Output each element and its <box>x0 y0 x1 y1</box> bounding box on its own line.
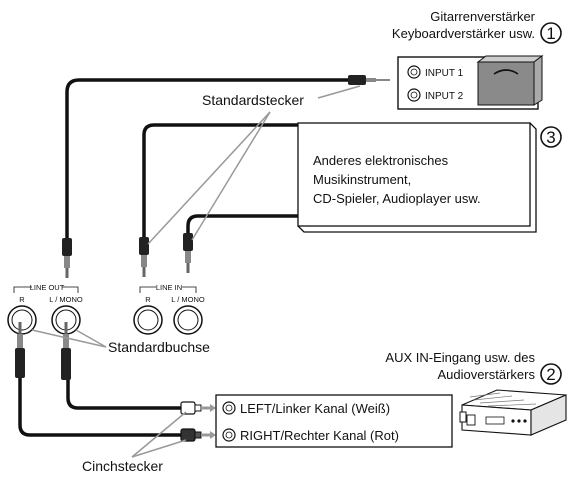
amp-label-line1: Gitarrenverstärker <box>430 9 535 24</box>
svg-text:3: 3 <box>546 128 555 147</box>
aux-label-line1: AUX IN-Eingang usw. des <box>385 350 535 365</box>
line-in-jacks <box>133 305 203 335</box>
standard-plug-label: Standardstecker <box>202 92 304 108</box>
aux-label-line2: Audioverstärkers <box>437 367 535 382</box>
line-in-r-label: R <box>145 295 151 304</box>
channel-box <box>215 394 453 448</box>
rca-plug-label: Cinchstecker <box>82 458 163 474</box>
input-1-label: INPUT 1 <box>425 68 464 79</box>
line-in-label: LINE IN <box>156 283 182 292</box>
rca-plug-left <box>180 401 216 415</box>
cable-linein-r-to-instrument <box>186 214 300 235</box>
guitar-amplifier <box>397 55 544 110</box>
linein-l-standard-plug <box>139 237 149 277</box>
line-out-label: LINE OUT <box>30 283 65 292</box>
lineout-l-plug-inserted <box>61 322 71 380</box>
linein-r-standard-plug <box>183 233 193 273</box>
standard-jack-pointers <box>31 329 107 348</box>
instrument-line1: Anderes elektronisches <box>313 153 449 168</box>
number-badge-2: 2 <box>540 363 562 385</box>
cable-r-to-rca-right <box>18 376 183 437</box>
line-out-lmono-label: L / MONO <box>49 295 83 304</box>
instrument-line3: CD-Spieler, Audioplayer usw. <box>313 191 481 206</box>
input-2-label: INPUT 2 <box>425 91 464 102</box>
line-out-bracket <box>13 286 79 293</box>
cable-lineout-to-amp <box>65 78 350 240</box>
svg-text:2: 2 <box>546 365 555 384</box>
rca-plug-right <box>180 428 216 442</box>
audio-amplifier <box>459 389 567 436</box>
cable-linein-l-to-instrument <box>142 123 300 239</box>
lineout-standard-plug <box>62 238 72 278</box>
rca-plug-pointers <box>131 411 187 458</box>
cable-lmono-to-rca-left <box>66 378 183 410</box>
svg-text:1: 1 <box>546 24 555 43</box>
cables <box>18 78 350 437</box>
instrument-line2: Musikinstrument, <box>313 172 411 187</box>
line-in-lmono-label: L / MONO <box>171 295 205 304</box>
line-out-r-label: R <box>19 295 25 304</box>
number-badge-1: 1 <box>540 22 562 44</box>
standard-jack-label: Standardbuchse <box>108 339 210 355</box>
number-badge-3: 3 <box>540 126 562 148</box>
line-in-bracket <box>139 286 197 293</box>
amp-label-line2: Keyboardverstärker usw. <box>392 26 535 41</box>
standard-plug-pointers <box>147 85 361 245</box>
instrument-box <box>297 122 537 233</box>
amp-standard-plug <box>348 75 390 85</box>
left-channel-label: LEFT/Linker Kanal (Weiß) <box>240 401 390 416</box>
right-channel-label: RIGHT/Rechter Kanal (Rot) <box>240 428 399 443</box>
lineout-r-plug-inserted <box>15 322 25 378</box>
